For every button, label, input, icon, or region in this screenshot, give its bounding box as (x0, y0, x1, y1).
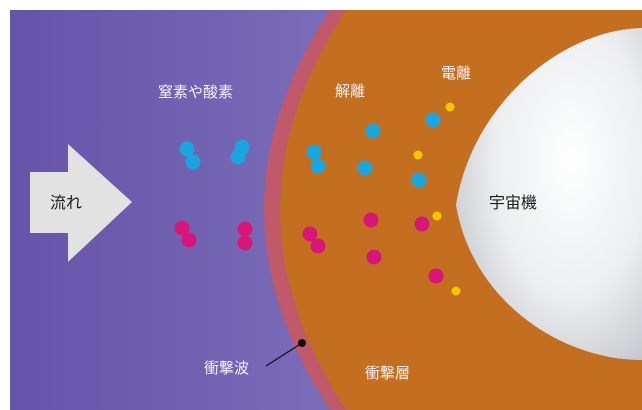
label-shock-wave: 衝撃波 (204, 359, 249, 377)
magenta-molecule (302, 226, 318, 242)
blue-molecule (411, 172, 427, 188)
label-dissociation: 解離 (335, 82, 365, 100)
magenta-molecule (366, 249, 382, 265)
magenta-molecule (363, 212, 379, 228)
blue-molecule (185, 154, 201, 170)
blue-molecules (179, 112, 441, 188)
shock-wave-leader-line (265, 342, 303, 367)
label-ionization: 電離 (441, 64, 471, 82)
magenta-molecule (237, 221, 253, 237)
flow-arrow (30, 144, 132, 262)
label-flow: 流れ (50, 193, 82, 212)
shock-wave-leader-dot (298, 339, 306, 347)
magenta-molecules (174, 212, 444, 284)
spacecraft-body (456, 28, 642, 360)
label-shock-layer: 衝撃層 (365, 364, 410, 382)
magenta-molecule (181, 232, 197, 248)
magenta-molecule (174, 220, 190, 236)
magenta-molecule (428, 268, 444, 284)
blue-molecule (306, 144, 322, 160)
electron-dot (451, 286, 461, 296)
blue-molecule (365, 123, 381, 139)
electron-dot (413, 150, 423, 160)
blue-molecule (310, 158, 326, 174)
electron-dot (445, 102, 455, 112)
shock-wave-band (264, 10, 346, 410)
blue-molecule (230, 149, 246, 165)
blue-molecule (425, 112, 441, 128)
electrons (413, 102, 461, 296)
label-spacecraft: 宇宙機 (489, 193, 537, 212)
magenta-molecule (237, 235, 253, 251)
blue-molecule (179, 141, 195, 157)
blue-molecule (357, 160, 373, 176)
magenta-molecule (414, 216, 430, 232)
electron-dot (432, 211, 442, 221)
magenta-molecule (310, 238, 326, 254)
label-nitrogen-oxygen: 窒素や酸素 (158, 83, 233, 101)
